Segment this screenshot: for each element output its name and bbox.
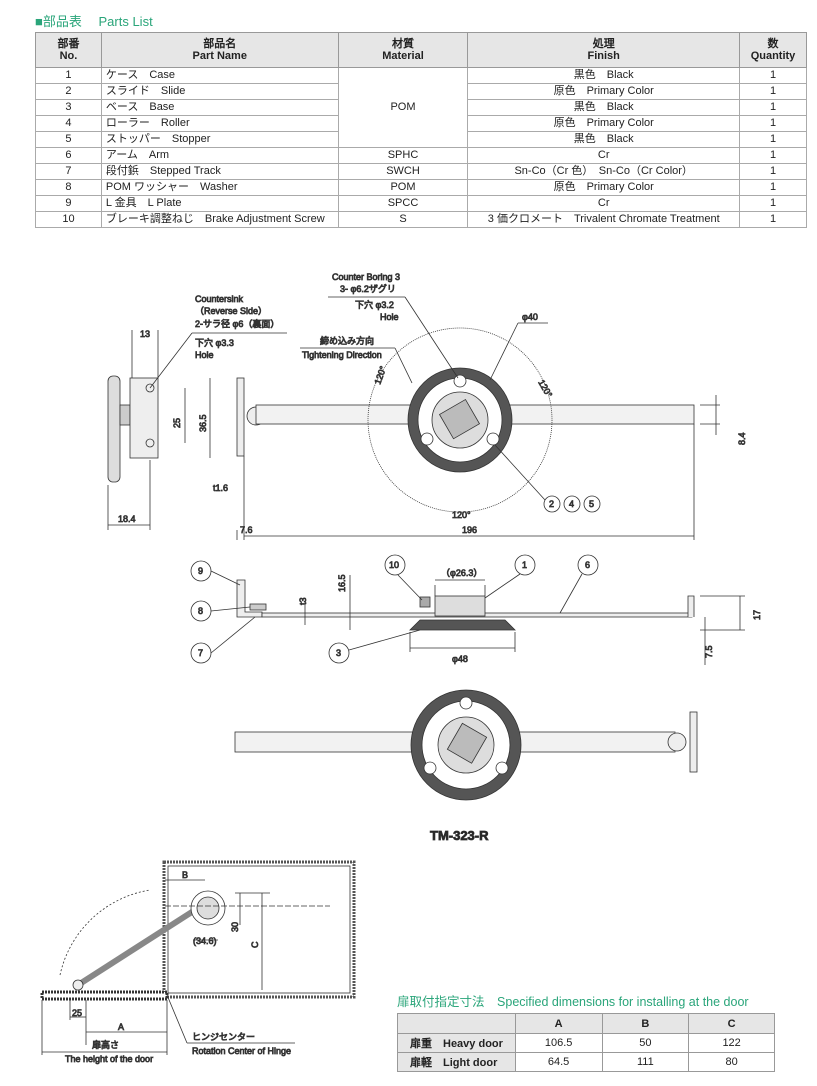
svg-text:φ48: φ48 [452,654,468,664]
svg-text:120°: 120° [452,510,471,520]
svg-text:36.5: 36.5 [198,414,208,432]
svg-text:締め込み方向: 締め込み方向 [320,335,374,346]
svg-text:B: B [182,870,188,880]
svg-text:ヒンジセンター: ヒンジセンター [192,1032,255,1042]
svg-text:3: 3 [336,648,341,658]
svg-text:120°: 120° [372,364,388,385]
svg-text:C: C [250,941,260,948]
svg-text:Hole: Hole [195,350,214,360]
countersink-callout: Countersink （Reverse Side） 2-サラ径 φ6（裏面） … [149,294,287,389]
svg-text:30: 30 [230,922,240,932]
svg-text:25: 25 [72,1008,82,1018]
svg-text:(34.6): (34.6) [193,936,217,946]
svg-text:Countersink: Countersink [195,294,244,304]
svg-text:（Reverse Side）: （Reverse Side） [195,306,267,316]
svg-text:7.6: 7.6 [240,525,253,535]
svg-text:Hole: Hole [380,312,399,322]
spec-title: 扉取付指定寸法 Specified dimensions for install… [397,995,749,1009]
l-plate [236,377,245,457]
svg-text:7: 7 [198,648,203,658]
balloons-2-4-5: 2 4 5 [494,444,601,513]
reverse-view [234,689,698,801]
svg-text:Counter Boring 3: Counter Boring 3 [332,272,400,282]
svg-text:10: 10 [389,560,399,570]
svg-text:Tightening Direction: Tightening Direction [302,350,382,360]
svg-text:The height of the door: The height of the door [65,1054,153,1064]
svg-text:A: A [118,1022,124,1032]
svg-text:8.4: 8.4 [737,432,747,445]
installation-diagram [40,860,356,1055]
svg-text:6: 6 [585,560,590,570]
svg-text:下穴 φ3.3: 下穴 φ3.3 [195,337,234,348]
counterbore-callout: Counter Boring 3 3- φ6.2ザグリ 下穴 φ3.2 Hole… [300,272,459,384]
svg-text:7.5: 7.5 [704,645,714,658]
svg-text:2-サラ径 φ6（裏面）: 2-サラ径 φ6（裏面） [195,318,279,329]
svg-text:3- φ6.2ザグリ: 3- φ6.2ザグリ [340,283,396,294]
svg-text:13: 13 [140,329,150,339]
svg-text:5: 5 [589,499,594,509]
svg-text:t3: t3 [298,597,308,605]
svg-text:17: 17 [752,610,762,620]
svg-text:25: 25 [172,418,182,428]
side-view-plate [107,330,211,530]
svg-text:9: 9 [198,566,203,576]
svg-text:18.4: 18.4 [118,514,136,524]
svg-text:下穴 φ3.2: 下穴 φ3.2 [355,299,394,310]
side-balloons: 9 8 7 10 1 6 3 [190,554,599,664]
pcd-circle [367,327,553,513]
svg-text:196: 196 [462,525,477,535]
svg-text:1: 1 [522,560,527,570]
svg-text:φ40: φ40 [522,312,538,322]
model-label: TM-323-R [430,828,489,843]
svg-text:扉高さ: 扉高さ [92,1039,119,1050]
svg-text:120°: 120° [536,378,554,399]
svg-text:Rotation Center of Hinge: Rotation Center of Hinge [192,1046,291,1056]
side-view [236,575,745,665]
svg-text:16.5: 16.5 [337,574,347,592]
svg-text:4: 4 [569,499,574,509]
svg-text:2: 2 [549,499,554,509]
parts-list-title: ■部品表 Parts List [35,14,153,29]
svg-text:t1.6: t1.6 [213,483,228,493]
svg-text:（φ26.3）: （φ26.3） [441,568,482,578]
svg-text:8: 8 [198,606,203,616]
